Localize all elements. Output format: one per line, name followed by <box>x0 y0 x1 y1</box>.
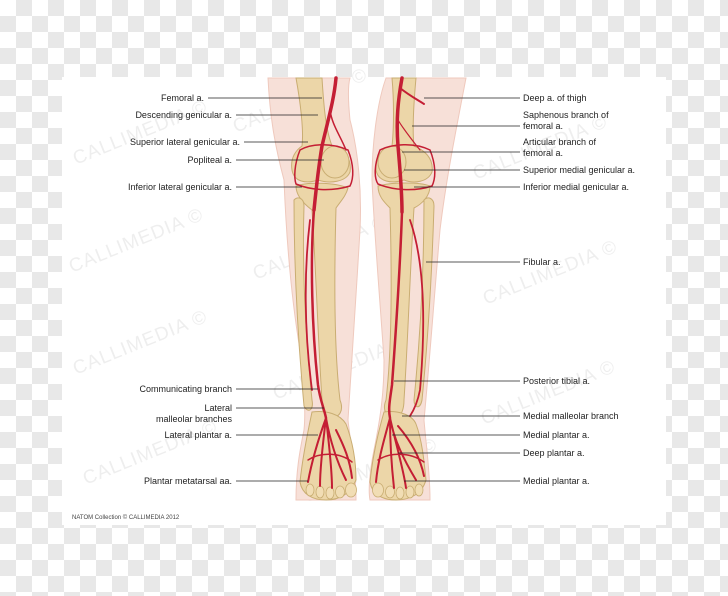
leader-lines <box>208 97 520 482</box>
left-plantar-arch <box>307 453 353 463</box>
right-femoral-artery <box>395 76 404 214</box>
right-genicular-ring <box>374 144 436 191</box>
left-tibia <box>295 182 349 419</box>
label-medial-malleolar: Medial malleolar branch <box>523 411 619 421</box>
right-fibula <box>413 197 435 408</box>
label-saphenous-line1: Saphenous branch of <box>523 110 609 120</box>
label-lateral-malleolar-line1: Lateral <box>204 403 232 413</box>
label-plantar-metatarsal: Plantar metatarsal aa. <box>143 476 232 486</box>
label-femoral: Femoral a. <box>160 93 204 103</box>
label-fibular: Fibular a. <box>523 257 561 267</box>
label-articular-line2: femoral a. <box>523 148 564 158</box>
left-anterior-tibial <box>310 208 328 420</box>
label-popliteal: Popliteal a. <box>187 155 232 165</box>
toes <box>305 482 424 500</box>
right-deep-thigh <box>399 87 425 105</box>
label-lateral-plantar: Lateral plantar a. <box>164 430 232 440</box>
label-inferior-lateral-genicular: Inferior lateral genicular a. <box>127 182 232 192</box>
label-descending-genicular: Descending genicular a. <box>135 110 232 120</box>
label-lateral-malleolar-line2: malleolar branches <box>155 414 232 424</box>
right-tibia <box>377 182 431 419</box>
label-posterior-tibial: Posterior tibial a. <box>523 376 591 386</box>
right-saphenous-branch <box>397 119 421 151</box>
arteries <box>294 76 436 489</box>
copyright-credit: NATOM Collection © CALLIMEDIA 2012 <box>72 515 180 521</box>
label-superior-lateral-genicular: Superior lateral genicular a. <box>129 137 240 147</box>
left-descending-genicular <box>329 109 347 151</box>
label-superior-medial-genicular: Superior medial genicular a. <box>523 165 636 175</box>
left-dorsalis-pedis <box>307 417 353 489</box>
label-deep-thigh: Deep a. of thigh <box>523 93 587 103</box>
right-posterior-tibial <box>387 210 404 420</box>
label-inferior-medial-genicular: Inferior medial genicular a. <box>523 182 630 192</box>
label-medial-plantar-upper: Medial plantar a. <box>523 430 590 440</box>
label-communicating-branch: Communicating branch <box>139 384 232 394</box>
right-plantar-branches <box>375 417 425 489</box>
right-plantar-arch <box>377 453 425 463</box>
right-fibular-artery <box>409 219 425 417</box>
diagram-panel <box>62 77 666 525</box>
left-patella <box>320 145 350 179</box>
label-articular-line1: Articular branch of <box>523 137 597 147</box>
label-saphenous-line2: femoral a. <box>523 121 564 131</box>
left-femoral-artery <box>312 76 338 212</box>
left-fibular-artery <box>304 219 313 391</box>
left-genicular-ring <box>294 144 354 191</box>
label-medial-plantar-lower: Medial plantar a. <box>523 476 590 486</box>
label-deep-plantar: Deep plantar a. <box>523 448 585 458</box>
